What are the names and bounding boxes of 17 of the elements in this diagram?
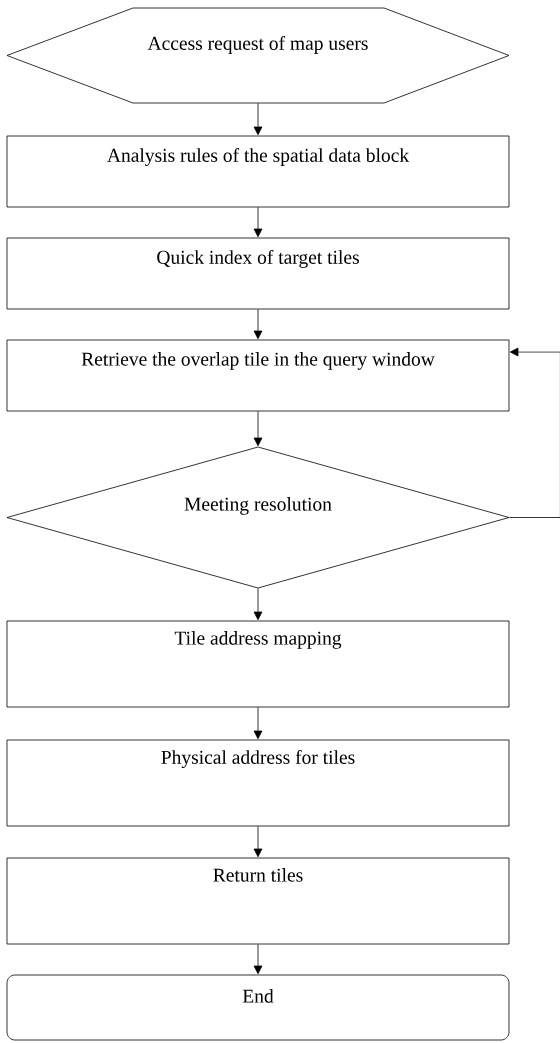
process-box: Quick index of target tiles	[6, 237, 510, 310]
process-box: Return tiles	[6, 857, 510, 945]
arrow	[253, 707, 263, 740]
arrow	[253, 207, 263, 238]
arrow	[253, 411, 263, 447]
process-box: Analysis rules of the spatial data block	[6, 135, 510, 208]
arrow	[253, 103, 263, 136]
process-box: Retrieve the overlap tile in the query window	[6, 339, 510, 412]
arrow	[253, 309, 263, 340]
arrow	[253, 826, 263, 858]
process-box: Physical address for tiles	[6, 739, 510, 827]
arrow	[253, 944, 263, 975]
end-terminal: End	[6, 974, 510, 1041]
start-hexagon: Access request of map users	[6, 7, 510, 104]
arrow	[509, 347, 560, 518]
arrow	[253, 588, 263, 621]
process-box: Tile address mapping	[6, 620, 510, 708]
